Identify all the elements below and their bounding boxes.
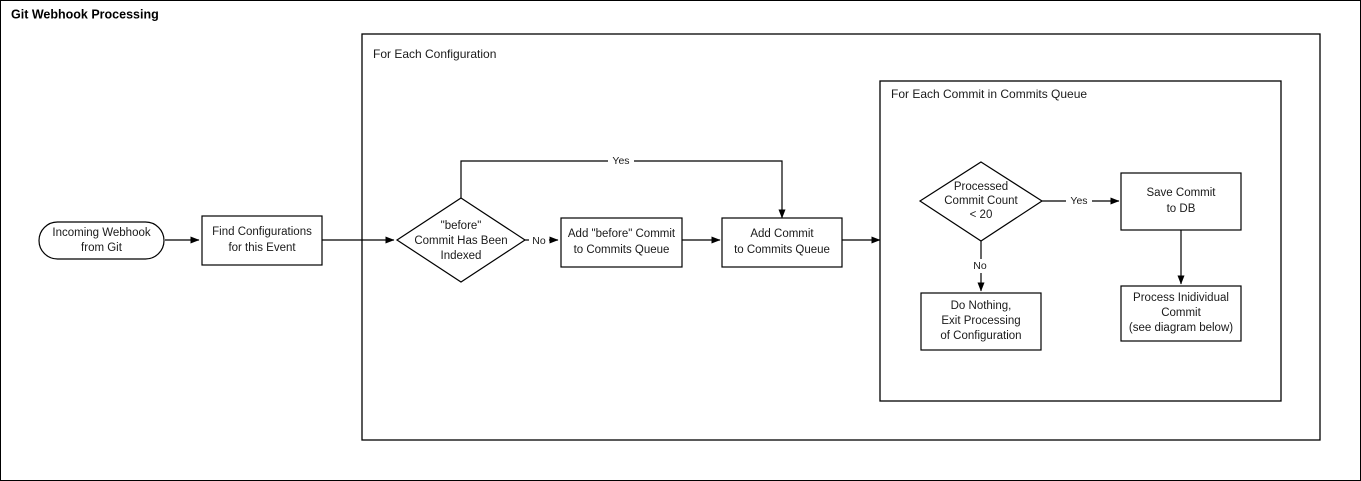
node-add-before-commit-label-line1: Add "before" Commit — [568, 228, 676, 240]
node-before-commit-indexed-label-line2: Commit Has Been — [414, 235, 507, 247]
edge-label-before-yes-bg — [608, 154, 634, 168]
node-add-commit-label-line2: to Commits Queue — [734, 244, 830, 256]
edge-label-count-yes-bg — [1066, 194, 1092, 208]
node-before-commit-indexed-label-line1: "before" — [441, 220, 482, 232]
edge-label-count-yes: Yes — [1070, 195, 1087, 207]
node-before-commit-indexed-shape[interactable] — [395, 197, 527, 283]
edge-label-before-yes: Yes — [612, 155, 629, 167]
node-incoming-webhook-label-line2: from Git — [81, 242, 123, 254]
group-for-each-configuration: For Each Configuration — [361, 33, 1321, 441]
node-do-nothing-exit[interactable]: Do Nothing, Exit Processing of Configura… — [920, 292, 1042, 351]
edge-label-count-no: No — [973, 260, 987, 272]
node-add-before-commit[interactable]: Add "before" Commit to Commits Queue — [560, 217, 683, 268]
node-processed-commit-count-label-line1: Processed — [954, 181, 1008, 193]
node-process-individual-commit-label-line2: Commit — [1161, 307, 1201, 319]
node-process-individual-commit-shape[interactable] — [1120, 285, 1242, 342]
node-add-commit-label-line1: Add Commit — [750, 228, 814, 240]
node-save-commit-to-db-label-line2: to DB — [1167, 203, 1196, 215]
node-process-individual-commit[interactable]: Process Inidividual Commit (see diagram … — [1120, 285, 1242, 342]
node-save-commit-to-db[interactable]: Save Commit to DB — [1120, 172, 1242, 231]
node-find-configurations-shape[interactable] — [201, 215, 323, 266]
node-process-individual-commit-label-line3: (see diagram below) — [1129, 322, 1233, 334]
page-title: Git Webhook Processing — [11, 7, 159, 21]
edge-label-before-no-bg — [529, 233, 549, 247]
node-incoming-webhook-label-line1: Incoming Webhook — [52, 227, 150, 239]
node-save-commit-to-db-shape[interactable] — [1120, 172, 1242, 231]
edge-before-yes-to-add-commit — [460, 160, 786, 219]
node-find-configurations-label-line1: Find Configurations — [212, 226, 312, 238]
node-add-before-commit-label-line2: to Commits Queue — [574, 244, 670, 256]
node-add-before-commit-shape[interactable] — [560, 217, 683, 268]
node-find-configurations-label-line2: for this Event — [228, 242, 296, 254]
node-find-configurations[interactable]: Find Configurations for this Event — [201, 215, 323, 266]
node-before-commit-indexed-label-line3: Indexed — [441, 250, 482, 262]
node-processed-commit-count-label-line3: < 20 — [970, 209, 993, 221]
node-do-nothing-exit-label-line3: of Configuration — [940, 330, 1021, 342]
edge-label-count-no-bg — [969, 259, 991, 273]
group-for-each-configuration-label: For Each Configuration — [373, 47, 496, 61]
node-save-commit-to-db-label-line1: Save Commit — [1146, 187, 1216, 199]
node-do-nothing-exit-shape[interactable] — [920, 292, 1042, 351]
group-for-each-commit-border — [879, 80, 1282, 402]
group-for-each-commit: For Each Commit in Commits Queue — [879, 80, 1282, 402]
node-incoming-webhook[interactable]: Incoming Webhook from Git — [38, 221, 165, 260]
node-before-commit-indexed[interactable]: "before" Commit Has Been Indexed — [395, 197, 527, 283]
node-processed-commit-count-shape[interactable] — [918, 161, 1044, 242]
node-add-commit-shape[interactable] — [721, 217, 843, 268]
node-process-individual-commit-label-line1: Process Inidividual — [1133, 292, 1229, 304]
edge-label-before-no: No — [532, 235, 546, 247]
group-for-each-configuration-border — [361, 33, 1321, 441]
group-for-each-commit-label: For Each Commit in Commits Queue — [891, 87, 1087, 101]
node-processed-commit-count-label-line2: Commit Count — [944, 195, 1018, 207]
node-do-nothing-exit-label-line1: Do Nothing, — [951, 300, 1012, 312]
node-processed-commit-count[interactable]: Processed Commit Count < 20 — [918, 161, 1044, 242]
node-do-nothing-exit-label-line2: Exit Processing — [941, 315, 1020, 327]
node-incoming-webhook-shape[interactable] — [38, 221, 165, 260]
node-add-commit[interactable]: Add Commit to Commits Queue — [721, 217, 843, 268]
